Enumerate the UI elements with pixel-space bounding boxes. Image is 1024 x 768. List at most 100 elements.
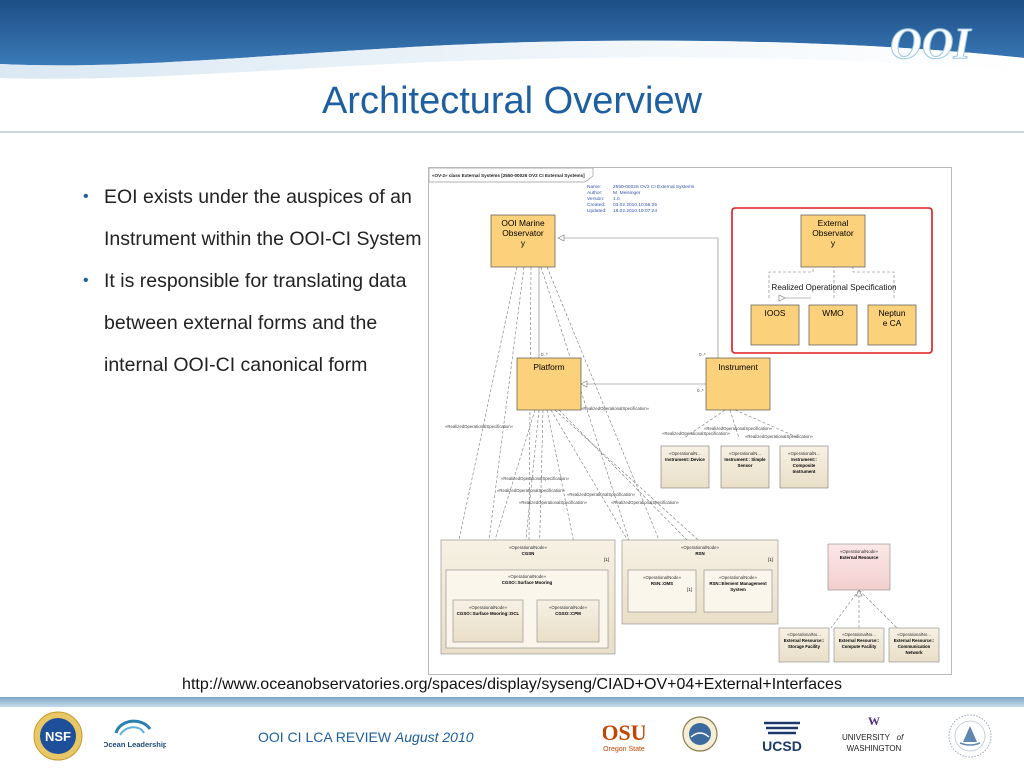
- relation-label: «RealizedOperationalSpecification»: [519, 500, 588, 505]
- footer-text: OOI CI LCA REVIEW August 2010: [258, 729, 474, 745]
- rsn-node-group: «OperationalNode» RSN [1] «OperationalNo…: [621, 539, 779, 625]
- svg-text:«OperationalNo...: «OperationalNo...: [842, 632, 876, 637]
- svg-text:Instrument::: Instrument::: [791, 457, 817, 462]
- multiplicity-label: 0..*: [541, 352, 548, 357]
- svg-text:«OperationalN...: «OperationalN...: [669, 451, 701, 456]
- bullet-item: • EOI exists under the auspices of an Ins…: [80, 176, 425, 260]
- svg-text:«OperationalNode»: «OperationalNode»: [681, 545, 720, 550]
- bullet-text: It is responsible for translating data b…: [104, 270, 407, 376]
- cgsn-node-group: «OperationalNode» CGSN [1] «OperationalN…: [440, 539, 616, 655]
- svg-text:CGSO::Surface Mooring::DCL: CGSO::Surface Mooring::DCL: [457, 611, 520, 616]
- bullet-list: • EOI exists under the auspices of an Ins…: [80, 176, 425, 386]
- svg-text:External Resource: External Resource: [840, 555, 879, 560]
- svg-text:«OperationalNode»: «OperationalNode»: [840, 549, 879, 554]
- meta-value: 18.02.2010 19:07:24: [613, 208, 657, 214]
- frame-tab: [429, 168, 594, 183]
- external-resource-node: «OperationalNode» External Resource: [827, 543, 891, 591]
- relation-label: «RealizedOperationalSpecification»: [611, 500, 680, 505]
- meta-key: Version:: [587, 196, 604, 202]
- ooi-logo-text: OOI: [890, 19, 973, 68]
- svg-text:OOI Marine: OOI Marine: [501, 218, 545, 228]
- meta-key: Created:: [587, 202, 605, 208]
- nsf-logo-text: NSF: [45, 729, 71, 744]
- svg-text:Instrument:: Simple: Instrument:: Simple: [724, 457, 766, 462]
- storage-facility-node: «OperationalNo... External Resource:: St…: [778, 627, 830, 663]
- uw-logo: W UNIVERSITY of WASHINGTON: [836, 714, 912, 758]
- svg-text:y: y: [831, 238, 836, 248]
- instrument-box: Instrument: [705, 357, 771, 411]
- svg-text:Network: Network: [906, 650, 924, 655]
- osu-logo-text: OSU: [603, 720, 645, 745]
- svg-text:W: W: [868, 714, 880, 728]
- svg-text:Sensor: Sensor: [738, 463, 753, 468]
- platform-box: Platform: [516, 357, 582, 411]
- header-wave-graphic: [0, 0, 1024, 79]
- svg-text:Composite: Composite: [793, 463, 816, 468]
- svg-text:[1]: [1]: [768, 557, 773, 562]
- relation-label: «RealizedOperationalSpecification»: [662, 431, 731, 436]
- compute-facility-node: «OperationalNo... External Resource:: Co…: [833, 627, 885, 663]
- relation-label: «RealizedOperationalSpecification»: [581, 406, 650, 411]
- page-title: Architectural Overview: [321, 80, 703, 122]
- svg-text:Instrument: Instrument: [793, 469, 816, 474]
- ocean-leadership-logo: Ocean Leadership: [102, 713, 168, 761]
- osu-logo: OSU Oregon State: [601, 714, 646, 762]
- svg-text:System: System: [730, 587, 746, 592]
- relation-label: «RealizedOperationalSpecification»: [501, 476, 570, 481]
- svg-text:RSN::OMS: RSN::OMS: [651, 581, 673, 586]
- ucsd-logo-text: UCSD: [762, 738, 802, 754]
- relation-label: «RealizedOperationalSpecification»: [567, 492, 636, 497]
- svg-text:[1]: [1]: [687, 587, 692, 592]
- relation-label: «RealizedOperationalSpecification»: [745, 434, 814, 439]
- highlight-region: [731, 207, 933, 354]
- uml-diagram-canvas: «OV-2» class External Systems [2550-0002…: [429, 168, 940, 663]
- whoi-logo: [946, 712, 994, 760]
- multiplicity-label: 0..*: [699, 352, 706, 357]
- meta-value: 1.0: [613, 196, 620, 202]
- meta-key: Name:: [587, 184, 601, 190]
- bullet-text: EOI exists under the auspices of an Inst…: [104, 186, 422, 250]
- svg-text:Instrument::Device: Instrument::Device: [665, 457, 705, 462]
- nsf-logo: NSF: [32, 710, 84, 762]
- external-resource-children: «OperationalNo... External Resource:: St…: [778, 627, 940, 663]
- svg-text:[1]: [1]: [604, 557, 609, 562]
- svg-text:«OperationalNode»: «OperationalNode»: [549, 605, 588, 610]
- meta-key: Author:: [587, 190, 602, 196]
- bullet-item: • It is responsible for translating data …: [80, 260, 425, 386]
- seal-logo: [681, 715, 719, 753]
- multiplicities: 0..* 0..* 0..*: [541, 352, 706, 393]
- svg-text:Compute Facility: Compute Facility: [842, 644, 877, 649]
- svg-text:CGSO::CPM: CGSO::CPM: [555, 611, 581, 616]
- svg-text:Neptun: Neptun: [878, 308, 905, 318]
- relation-label: «RealizedOperationalSpecification»: [497, 488, 566, 493]
- footer-band: [0, 697, 1024, 707]
- svg-text:Instrument: Instrument: [718, 362, 758, 372]
- relation-label: «RealizedOperationalSpecification»: [445, 424, 514, 429]
- frame-title: «OV-2» class External Systems [2550-0002…: [432, 173, 585, 178]
- ocean-leadership-text: Ocean Leadership: [104, 740, 166, 749]
- ioos-box: IOOS: [750, 304, 800, 346]
- review-label: OOI CI LCA REVIEW: [258, 729, 392, 745]
- svg-text:«OperationalNo...: «OperationalNo...: [897, 632, 931, 637]
- review-date: August 2010: [394, 729, 474, 745]
- svg-text:Communication: Communication: [898, 644, 931, 649]
- diagram-metadata: Name:2550-00026 OV2 CI External Systems …: [587, 184, 695, 214]
- svg-text:e CA: e CA: [883, 318, 902, 328]
- uw-of: of: [897, 733, 904, 742]
- communication-network-node: «OperationalNo... External Resource:: Co…: [888, 627, 940, 663]
- wmo-box: WMO: [808, 304, 858, 346]
- svg-text:Observator: Observator: [502, 228, 544, 238]
- svg-text:CGSO::Surface Mooring: CGSO::Surface Mooring: [502, 580, 553, 585]
- neptune-ca-box: Neptun e CA: [867, 304, 917, 346]
- bullet-icon: •: [83, 188, 89, 205]
- svg-text:«OperationalNode»: «OperationalNode»: [509, 545, 548, 550]
- meta-key: Updated:: [587, 208, 606, 214]
- svg-text:WMO: WMO: [822, 308, 844, 318]
- bullet-icon: •: [83, 272, 89, 289]
- svg-text:RSN::Element Management: RSN::Element Management: [709, 581, 767, 586]
- svg-text:«OperationalNode»: «OperationalNode»: [719, 575, 758, 580]
- svg-text:y: y: [521, 238, 526, 248]
- instrument-nodes: «OperationalN... Instrument::Device «Ope…: [660, 445, 829, 489]
- ucsd-logo: UCSD: [756, 715, 808, 757]
- uw-line1: UNIVERSITY: [842, 733, 891, 742]
